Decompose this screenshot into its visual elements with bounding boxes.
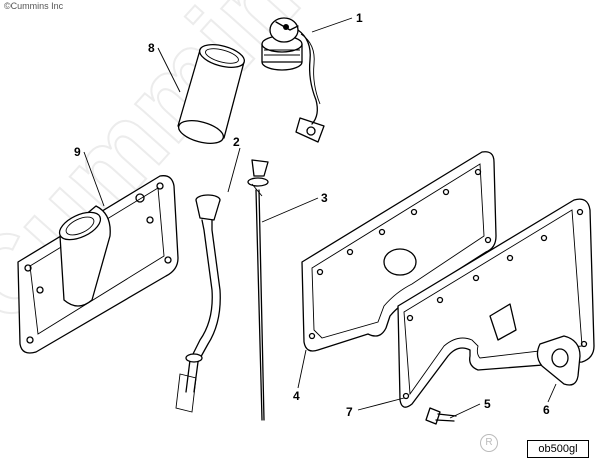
dipstick [247,159,269,421]
registered-mark: R [480,434,498,452]
callout-7: 7 [346,405,353,419]
capscrew [425,407,457,425]
breather-tube [177,44,246,144]
dipstick-tube [175,194,221,413]
callout-1: 1 [356,11,363,25]
copyright-notice: ©Cummins Inc [4,1,64,11]
callout-4: 4 [293,389,300,403]
leader-lines [83,17,557,419]
filler-housing-cover [17,175,179,354]
callout-9: 9 [74,145,81,159]
callout-2: 2 [233,135,240,149]
callout-5: 5 [484,397,491,411]
callout-6: 6 [543,403,550,417]
callout-3: 3 [321,191,328,205]
figure-id-label: ob500gl [527,440,589,458]
small-gasket [536,335,581,386]
oil-filler-cap [261,17,325,143]
callout-8: 8 [148,41,155,55]
